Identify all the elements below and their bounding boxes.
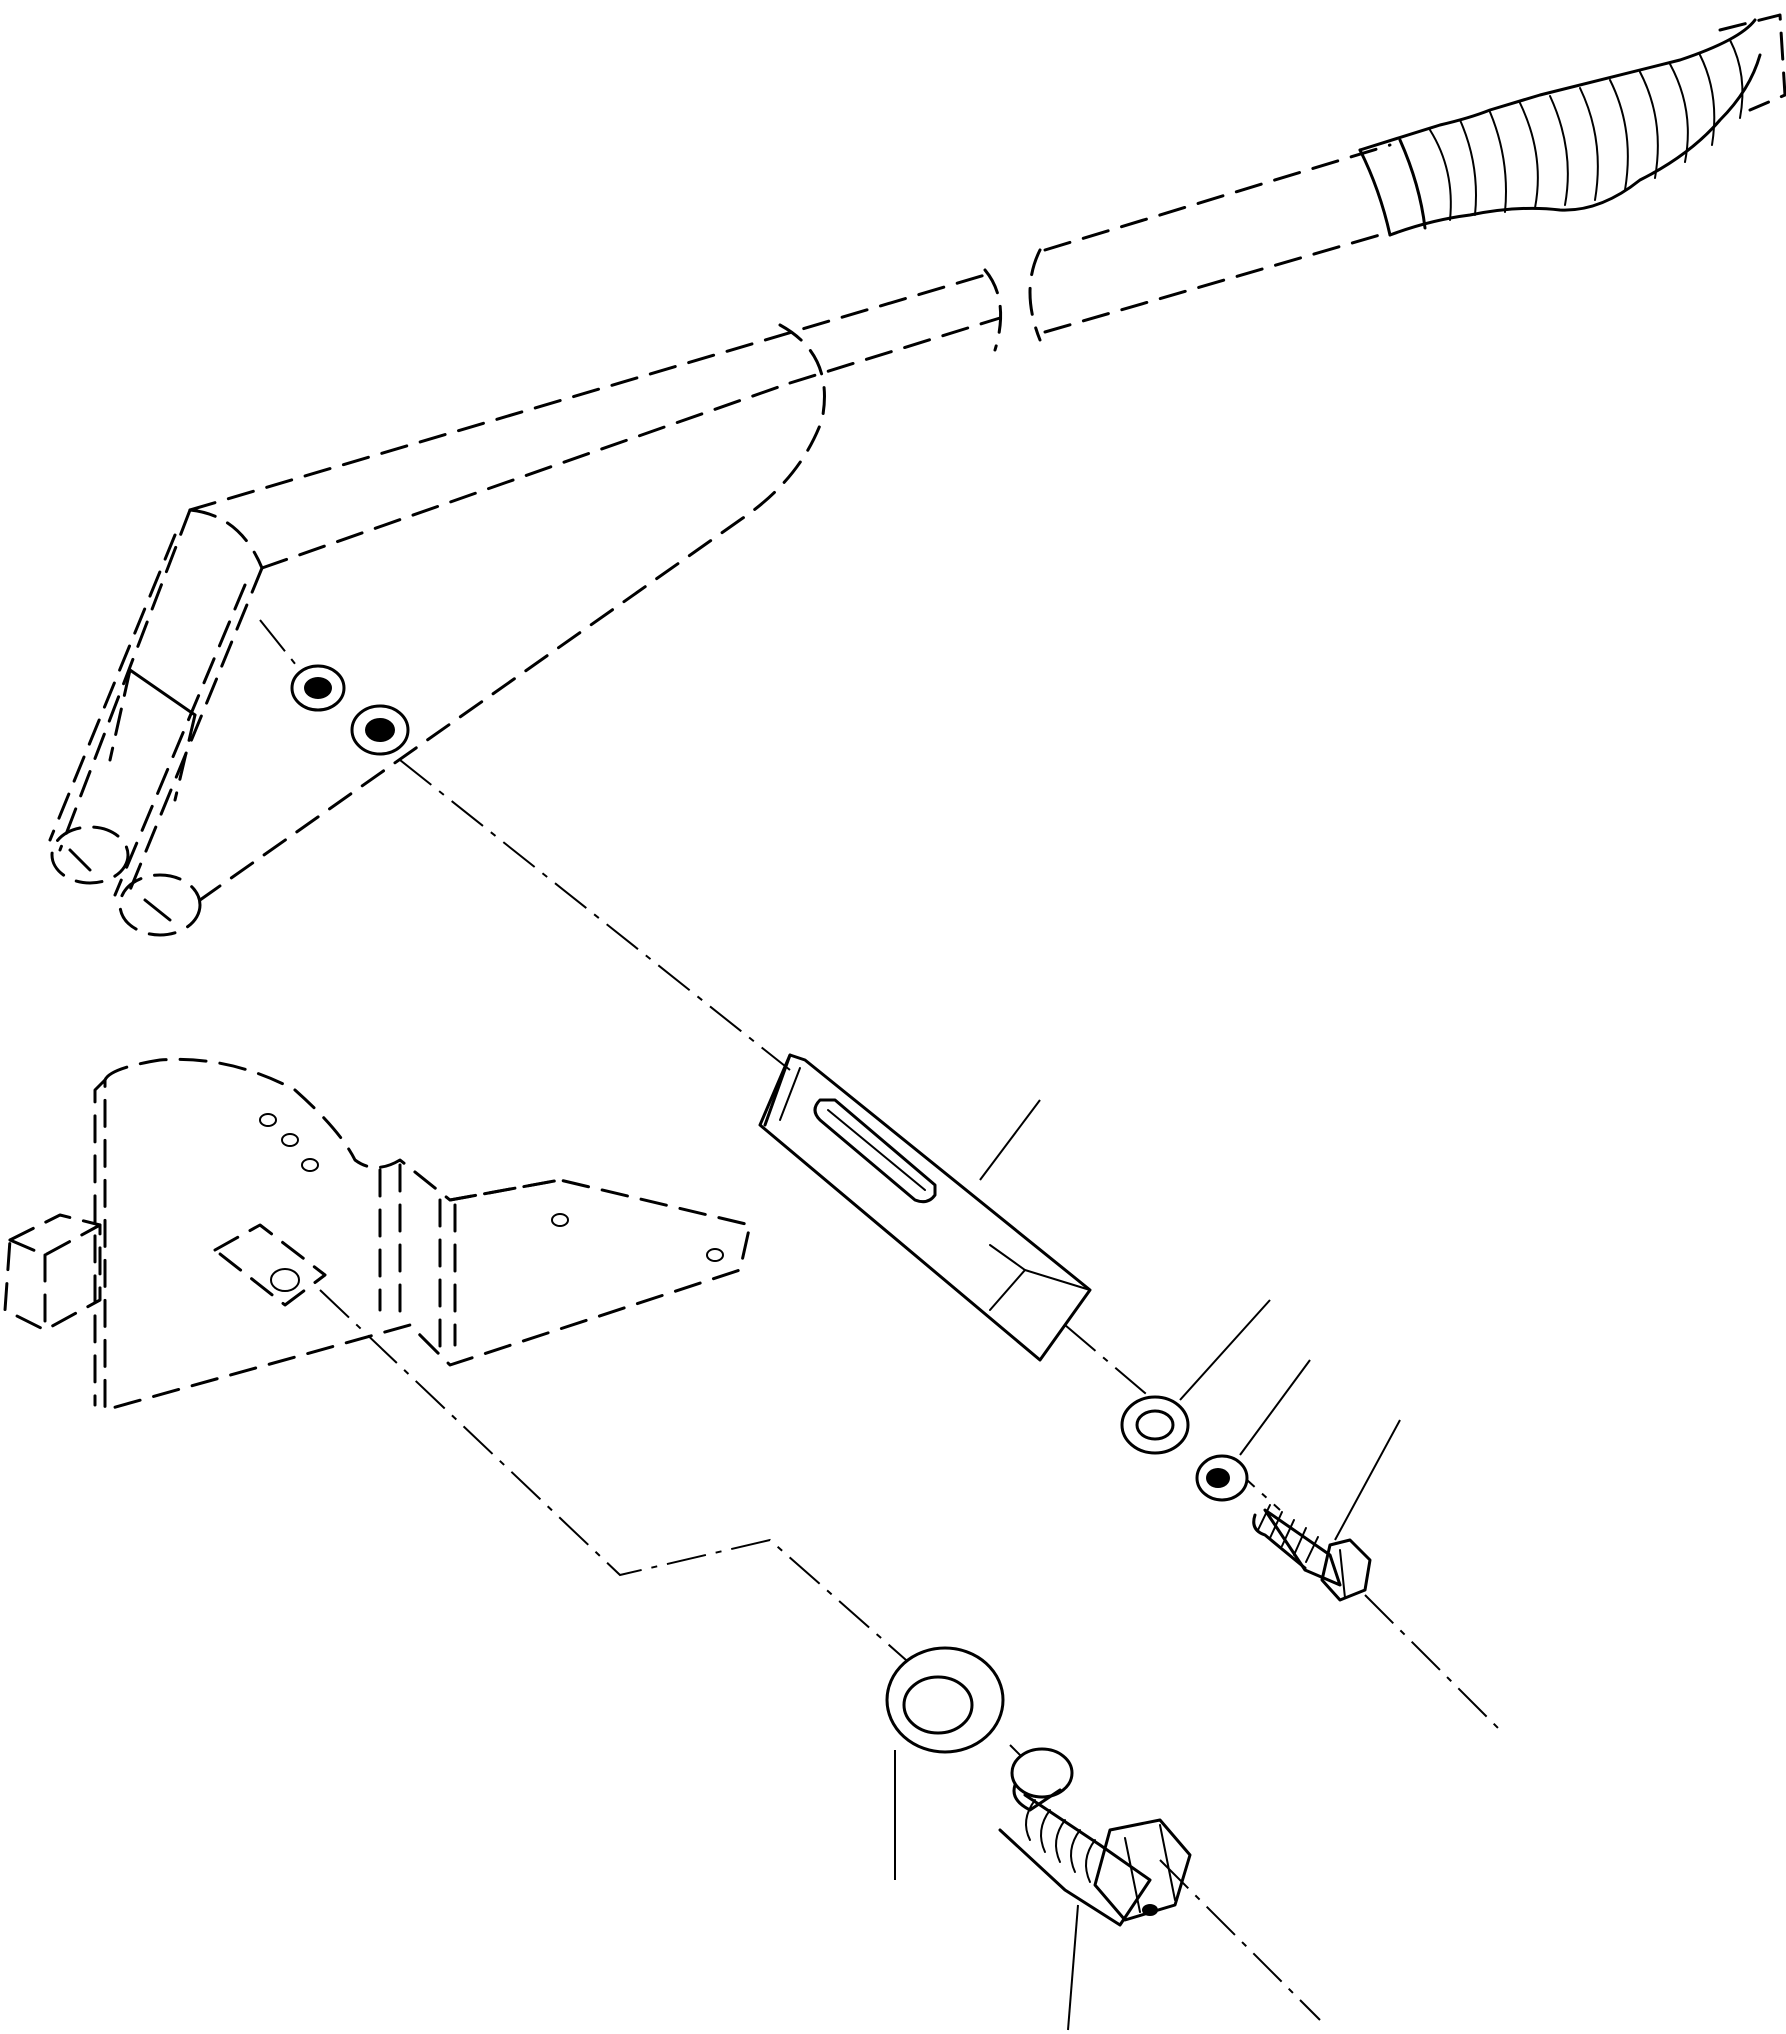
- parking-brake-lever: [48, 143, 1392, 937]
- center-lines: [259, 619, 1501, 2021]
- nut-upper: [290, 664, 346, 712]
- nut-lower: [350, 704, 410, 756]
- mounting-bracket: [3, 1057, 752, 1412]
- lever-grip: [1358, 13, 1786, 237]
- flat-washer: [1120, 1299, 1271, 1455]
- lock-washer: [1195, 1359, 1311, 1502]
- switch-actuator-bracket: [758, 1053, 1092, 1362]
- brake-warning-switch: [998, 1747, 1192, 2031]
- spacer-ring: [885, 1646, 1005, 1880]
- hex-bolt: [1252, 1419, 1401, 1602]
